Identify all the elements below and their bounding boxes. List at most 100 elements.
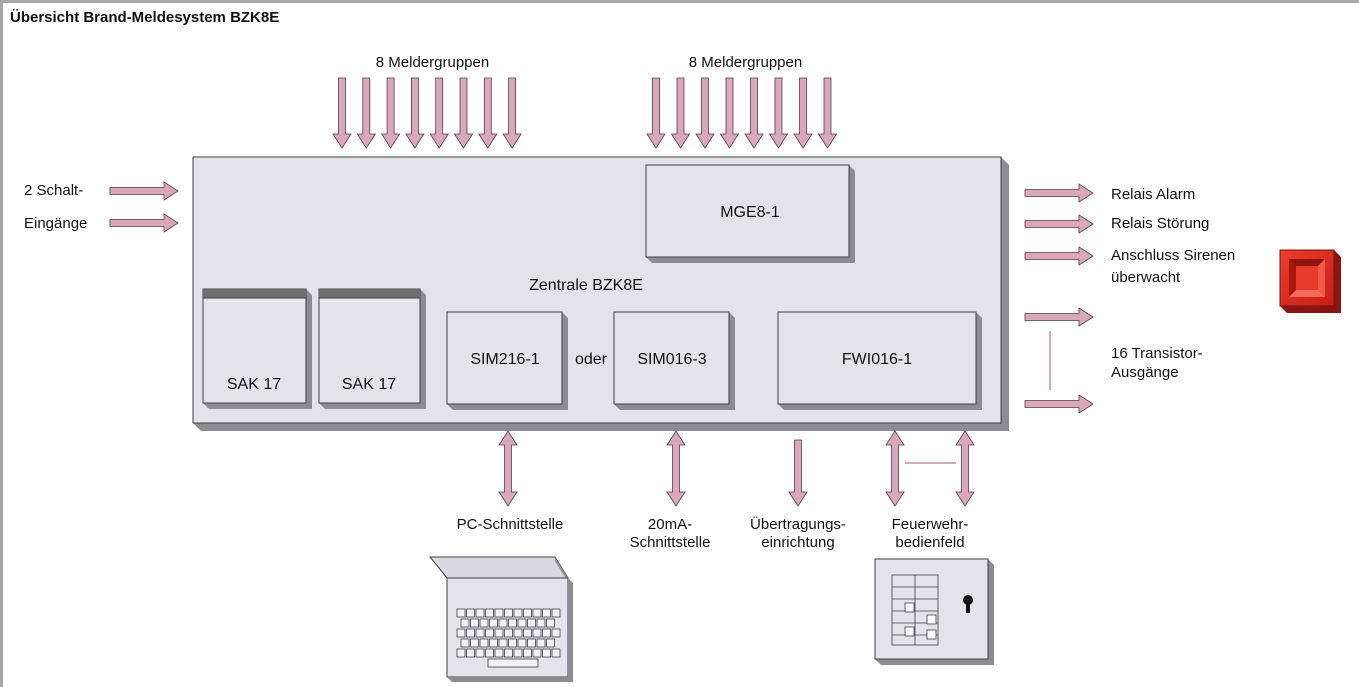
keyboard-key bbox=[546, 618, 555, 628]
switch-input-arrow bbox=[109, 181, 179, 201]
keyboard-key bbox=[513, 608, 523, 618]
fire-brigade-panel-icon bbox=[874, 558, 994, 665]
keyboard-key bbox=[551, 628, 561, 638]
keyboard-key bbox=[542, 628, 551, 638]
groups-right-label: 8 Meldergruppen bbox=[688, 54, 803, 71]
transistor-label-2: Ausgänge bbox=[1111, 364, 1179, 381]
module-fwi-label: FWI016-1 bbox=[842, 351, 912, 368]
module-sim216-label: SIM216-1 bbox=[470, 351, 539, 368]
keyboard bbox=[456, 608, 561, 668]
keyboard-key bbox=[456, 608, 466, 618]
pc-interface-label: PC-Schnittstelle bbox=[456, 516, 564, 533]
relay-alarm-label: Relais Alarm bbox=[1111, 186, 1196, 203]
ma-interface-label-1: 20mA- bbox=[647, 516, 693, 533]
keyboard-key bbox=[485, 608, 494, 618]
keyboard-key bbox=[513, 648, 523, 658]
keyboard-key bbox=[479, 618, 489, 628]
diagram-title: Übersicht Brand-Meldesystem BZK8E bbox=[10, 9, 280, 26]
detector-group-arrow bbox=[768, 77, 789, 149]
keyboard-key bbox=[551, 608, 561, 618]
detector-group-arrow bbox=[670, 77, 691, 149]
keyboard-key bbox=[513, 628, 523, 638]
ma-interface-label-2: Schnittstelle bbox=[629, 534, 711, 551]
keyboard-key bbox=[508, 618, 517, 628]
keyboard-key bbox=[527, 618, 536, 628]
keyboard-key bbox=[523, 608, 532, 618]
switch-inputs-label-1: 2 Schalt- bbox=[24, 182, 84, 199]
keyboard-key bbox=[551, 648, 561, 658]
module-sim016-label: SIM016-3 bbox=[637, 351, 706, 368]
keyboard-key bbox=[498, 618, 508, 628]
switch-inputs-label-2: Eingänge bbox=[24, 215, 88, 232]
keyhole-icon bbox=[963, 595, 973, 613]
card-sak-1-label: SAK 17 bbox=[227, 376, 281, 393]
pc-interface-arrow bbox=[498, 430, 518, 507]
detector-group-arrow bbox=[478, 77, 498, 149]
keyboard-key bbox=[466, 628, 475, 638]
laptop-icon bbox=[428, 556, 573, 682]
card-sak-2-label: SAK 17 bbox=[342, 376, 396, 393]
keyboard-key bbox=[523, 648, 532, 658]
fire-panel-label-2: bedienfeld bbox=[895, 534, 965, 551]
keyboard-spacebar bbox=[487, 658, 539, 668]
keyboard-key bbox=[527, 638, 536, 648]
ma-interface-arrow bbox=[666, 430, 686, 507]
keyboard-key bbox=[494, 628, 504, 638]
detector-group-arrow bbox=[453, 77, 474, 149]
fire-panel-button bbox=[904, 602, 915, 613]
keyboard-key bbox=[470, 618, 479, 628]
card-sak-1 bbox=[202, 288, 312, 409]
keyboard-key bbox=[475, 628, 485, 638]
transistor-output-arrow bbox=[1024, 394, 1094, 414]
keyboard-key bbox=[485, 628, 494, 638]
keyboard-key bbox=[489, 638, 498, 648]
fire-panel-button bbox=[904, 626, 915, 637]
keyboard-key bbox=[532, 648, 542, 658]
groups-left-label: 8 Meldergruppen bbox=[375, 54, 490, 71]
detector-group-arrow bbox=[695, 77, 715, 149]
module-fwi bbox=[777, 311, 982, 410]
transfer-label-1: Übertragungs- bbox=[750, 516, 846, 533]
detector-group-arrow bbox=[380, 77, 401, 149]
keyboard-key bbox=[485, 648, 494, 658]
keyboard-key bbox=[460, 618, 470, 628]
switch-input-arrow bbox=[109, 213, 179, 233]
keyboard-key bbox=[494, 648, 504, 658]
keyboard-key bbox=[489, 618, 498, 628]
keyboard-key bbox=[508, 638, 517, 648]
keyboard-key bbox=[475, 648, 485, 658]
keyboard-key bbox=[479, 638, 489, 648]
fire-panel-grid bbox=[891, 574, 939, 646]
arrow-group bbox=[109, 77, 1094, 507]
keyboard-key bbox=[456, 628, 466, 638]
module-mge-label: MGE8-1 bbox=[720, 204, 780, 221]
transfer-device-arrow bbox=[788, 439, 808, 507]
keyboard-key bbox=[504, 648, 513, 658]
detector-group-arrow bbox=[817, 77, 838, 149]
keyboard-key bbox=[532, 628, 542, 638]
siren-output-arrow bbox=[1024, 246, 1094, 266]
keyboard-key bbox=[542, 608, 551, 618]
keyboard-key bbox=[466, 648, 475, 658]
fire-panel-label-1: Feuerwehr- bbox=[891, 516, 969, 533]
keyboard-key bbox=[494, 608, 504, 618]
keyboard-key bbox=[536, 618, 546, 628]
keyboard-key bbox=[504, 628, 513, 638]
keyboard-key bbox=[542, 648, 551, 658]
siren-label-2: überwacht bbox=[1111, 269, 1181, 286]
keyboard-key bbox=[517, 638, 527, 648]
transfer-label-2: einrichtung bbox=[761, 534, 835, 551]
keyboard-key bbox=[460, 638, 470, 648]
detector-group-arrow bbox=[719, 77, 740, 149]
keyboard-key bbox=[536, 638, 546, 648]
oder-label: oder bbox=[575, 351, 608, 368]
card-sak-2 bbox=[318, 288, 426, 409]
detector-group-arrow bbox=[646, 77, 666, 149]
detector-group-arrow bbox=[429, 77, 449, 149]
detector-group-arrow bbox=[405, 77, 425, 149]
module-sim016 bbox=[613, 311, 735, 410]
keyboard-key bbox=[523, 628, 532, 638]
